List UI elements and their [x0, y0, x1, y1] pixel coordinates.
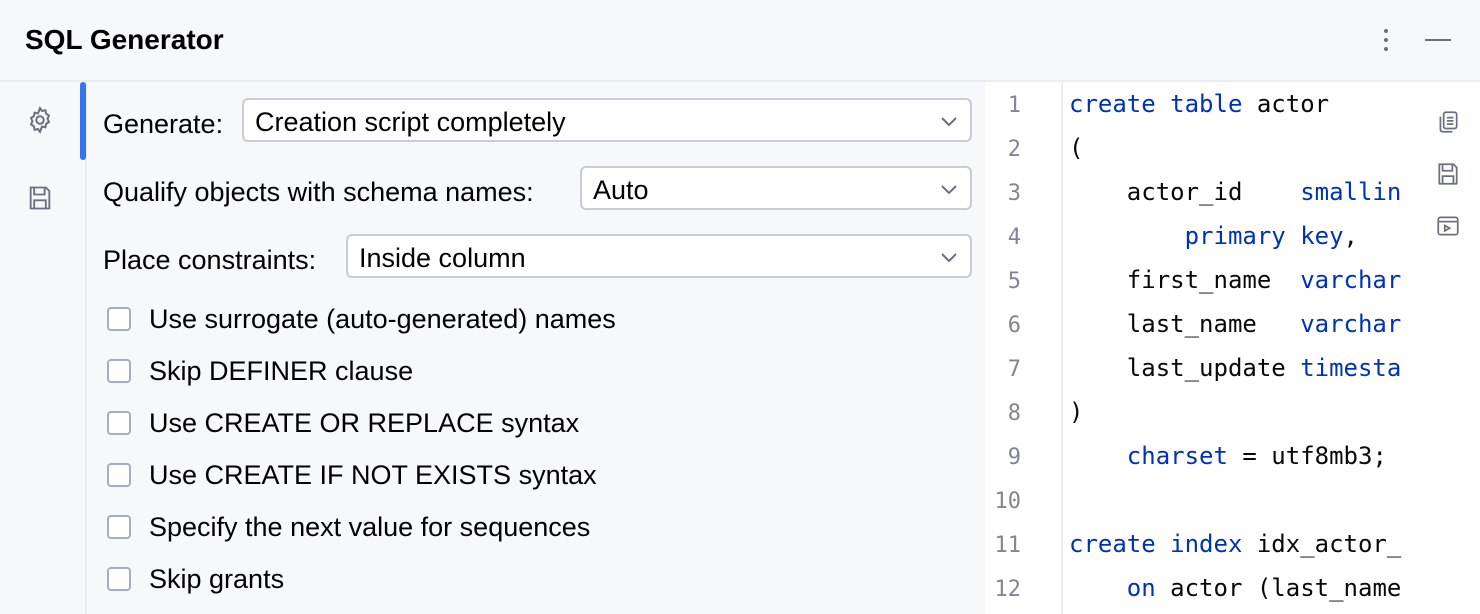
checkbox-label: Specify the next value for sequences	[149, 512, 591, 542]
qualify-dropdown[interactable]: Auto	[580, 166, 972, 210]
code-line: on actor (last_name	[1069, 574, 1402, 602]
run-console-icon[interactable]	[1428, 206, 1468, 246]
checkbox[interactable]	[107, 307, 131, 331]
generate-dropdown[interactable]: Creation script completely	[242, 98, 972, 142]
code-line: last_update timestamp	[1069, 354, 1402, 382]
code-token: = utf8mb3;	[1227, 442, 1387, 470]
line-number: 4	[1007, 225, 1021, 250]
code-token: )	[1069, 398, 1084, 426]
chevron-down-icon	[941, 117, 957, 127]
chevron-down-icon	[941, 185, 957, 195]
code-token: actor	[1242, 90, 1330, 118]
line-number: 3	[1007, 181, 1021, 206]
line-number: 2	[1007, 137, 1021, 162]
save-icon[interactable]	[22, 180, 58, 216]
checkbox[interactable]	[107, 359, 131, 383]
line-number: 5	[1007, 269, 1021, 294]
copy-icon[interactable]	[1428, 102, 1468, 142]
qualify-label: Qualify objects with schema names:	[103, 177, 534, 207]
generate-label: Generate:	[103, 109, 224, 139]
checkbox[interactable]	[107, 567, 131, 591]
line-number: 12	[994, 577, 1022, 602]
code-keyword: varchar	[1300, 266, 1402, 294]
constraints-dropdown[interactable]: Inside column	[346, 234, 972, 278]
more-options-icon[interactable]	[1366, 20, 1406, 60]
minimize-icon[interactable]	[1418, 20, 1458, 60]
code-token: first_name	[1069, 266, 1301, 294]
checkbox-label: Skip DEFINER clause	[149, 356, 414, 386]
code-token: actor (last_name	[1155, 574, 1402, 602]
code-keyword: on	[1069, 574, 1156, 602]
generate-value: Creation script completely	[255, 107, 566, 137]
line-number: 8	[1007, 401, 1021, 426]
tool-window-title: SQL Generator	[25, 24, 224, 55]
line-number: 6	[1007, 313, 1021, 338]
side-toolbar	[0, 82, 87, 614]
code-line: (	[1069, 134, 1083, 162]
code-line: last_name varchar	[1069, 310, 1402, 338]
code-token: actor_id	[1069, 178, 1301, 206]
gear-icon[interactable]	[22, 102, 58, 138]
code-keyword: create index	[1069, 530, 1243, 558]
tool-window-header: SQL Generator	[0, 0, 1480, 82]
chevron-down-icon	[941, 253, 957, 263]
code-token: ,	[1343, 222, 1358, 250]
checkbox-label: Use surrogate (auto-generated) names	[149, 304, 616, 334]
save-icon[interactable]	[1428, 154, 1468, 194]
code-text[interactable]: create table actor ( actor_id smallint pr…	[1065, 82, 1402, 614]
code-line: create index idx_actor_	[1069, 530, 1401, 558]
line-number: 9	[1007, 445, 1021, 470]
constraints-label: Place constraints:	[103, 245, 317, 275]
code-line: first_name varchar	[1069, 266, 1402, 294]
code-token: last_name	[1069, 310, 1301, 338]
constraints-value: Inside column	[359, 243, 526, 273]
code-preview[interactable]: 1 2 3 4 5 6 7 8 9 10 11 12 create table …	[985, 82, 1480, 614]
checkbox[interactable]	[107, 515, 131, 539]
checkbox[interactable]	[107, 411, 131, 435]
code-line: )	[1069, 398, 1083, 426]
code-token: (	[1069, 134, 1084, 162]
code-line: charset = utf8mb3;	[1069, 442, 1387, 470]
code-keyword: timestamp	[1300, 354, 1402, 382]
code-keyword: create table	[1069, 90, 1243, 118]
code-line: primary key,	[1069, 222, 1358, 250]
line-number-gutter: 1 2 3 4 5 6 7 8 9 10 11 12	[985, 82, 1063, 614]
qualify-value: Auto	[593, 175, 649, 205]
checkbox-label: Use CREATE OR REPLACE syntax	[149, 408, 580, 438]
code-line: create table actor	[1069, 90, 1329, 118]
code-keyword: smallint	[1300, 178, 1402, 206]
code-token: last_update	[1069, 354, 1301, 382]
code-keyword: charset	[1069, 442, 1228, 470]
code-keyword: varchar	[1300, 310, 1402, 338]
checkbox-label: Skip grants	[149, 564, 285, 594]
active-tab-indicator	[80, 82, 86, 160]
line-number: 11	[994, 533, 1022, 558]
code-token: idx_actor_	[1242, 530, 1402, 558]
code-line: actor_id smallint	[1069, 178, 1402, 206]
checkbox-label: Use CREATE IF NOT EXISTS syntax	[149, 460, 597, 490]
line-number: 7	[1007, 357, 1021, 382]
line-number: 1	[1007, 93, 1021, 118]
line-number: 10	[994, 489, 1022, 514]
checkbox[interactable]	[107, 463, 131, 487]
code-keyword: primary key	[1069, 222, 1344, 250]
